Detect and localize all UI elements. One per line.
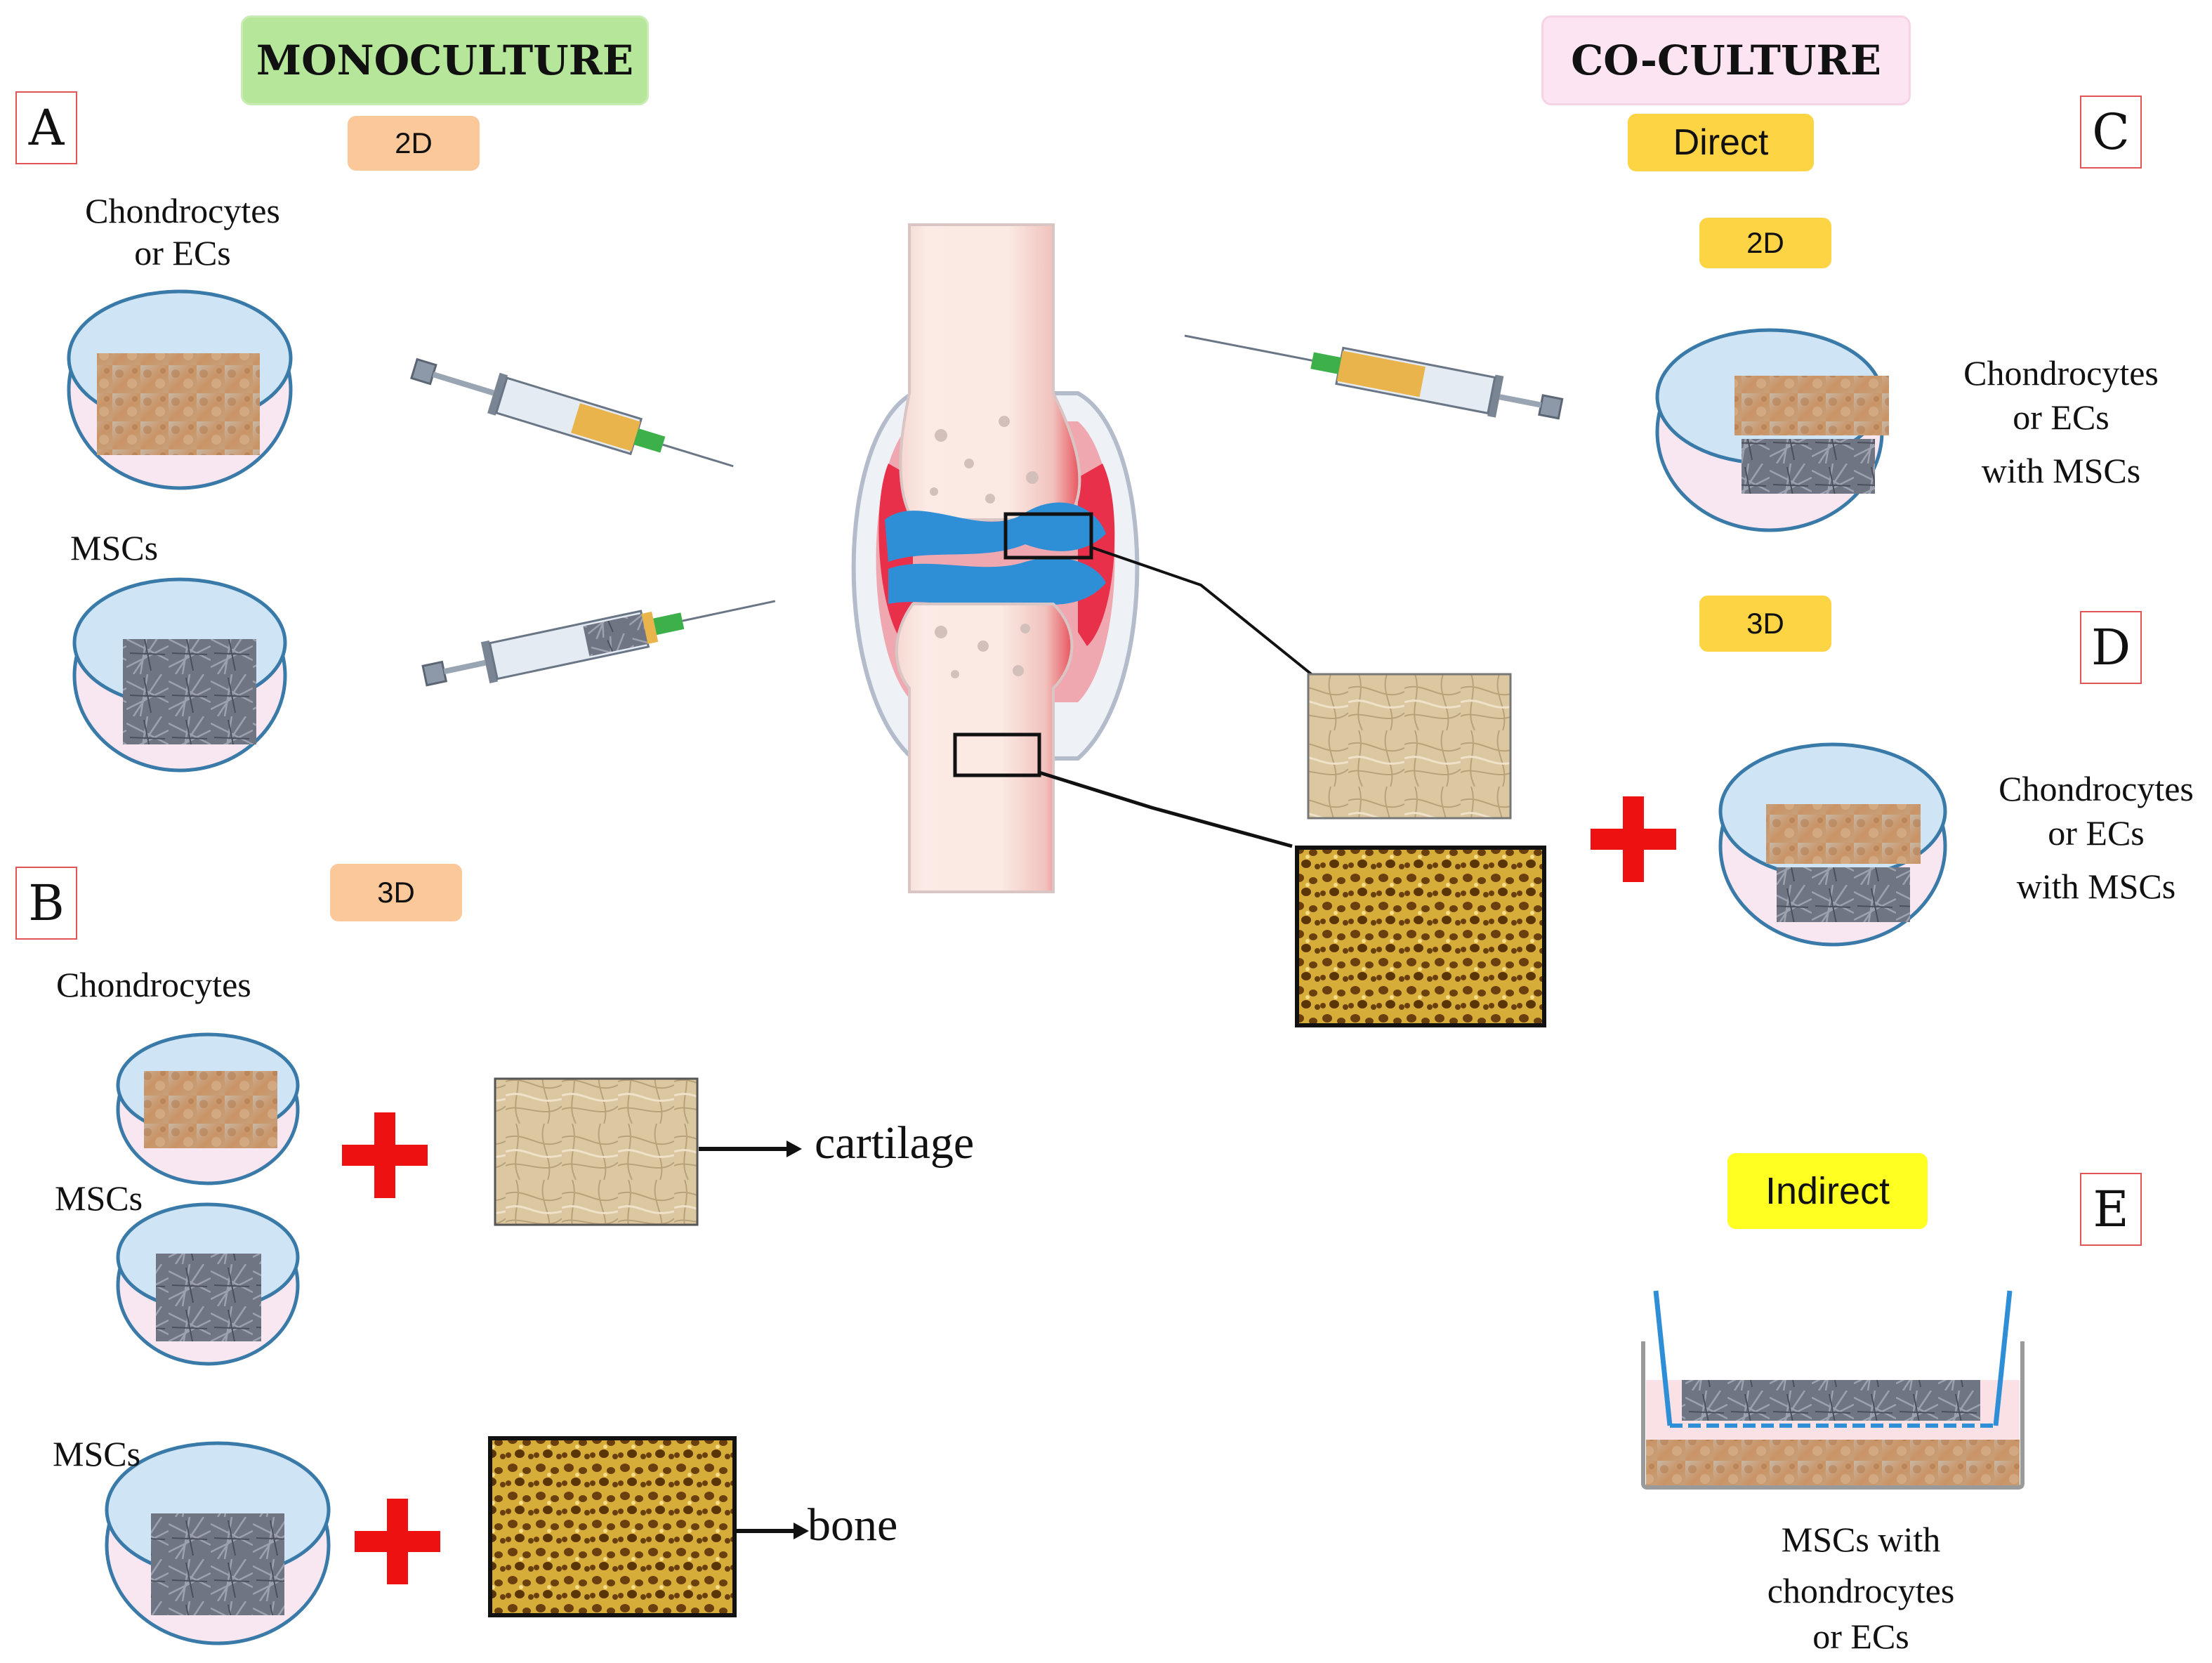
label-b-mscs-1: MSCs [55, 1178, 143, 1218]
syringe-right [1184, 334, 1564, 420]
label-bone: bone [808, 1499, 898, 1551]
joint-illustration [851, 223, 1140, 893]
pill-indirect: Indirect [1727, 1153, 1928, 1229]
cartilage-texture-b [494, 1077, 699, 1226]
label-b-chondrocytes: Chondrocytes [56, 965, 251, 1004]
zoom-box-cartilage [1003, 512, 1093, 560]
label-cartilage: cartilage [815, 1117, 975, 1169]
petri-dish-coculture-d [1718, 742, 1947, 947]
pill-mono-2d: 2D [348, 116, 480, 171]
bone-texture-center [1295, 846, 1546, 1027]
plus-icon-d [1591, 796, 1676, 882]
plus-icon-b2 [355, 1499, 440, 1584]
label-e: MSCs with chondrocytes or ECs [1767, 1520, 1955, 1656]
label-d: Chondrocytes or ECs with MSCs [1999, 769, 2194, 906]
label-a-chondrocytes: Chondrocytes or ECs [85, 191, 280, 272]
panel-letter-c: C [2080, 96, 2142, 169]
cartilage-texture-center [1307, 673, 1512, 820]
zoom-line-cartilage [1092, 546, 1315, 677]
petri-dish-mscs-a [72, 577, 287, 773]
bone-texture-b [488, 1436, 737, 1617]
pill-direct: Direct [1628, 114, 1814, 171]
pill-co-3d: 3D [1699, 596, 1831, 652]
label-c: Chondrocytes or ECs with MSCs [1963, 353, 2159, 490]
petri-dish-chondrocytes-a [67, 289, 293, 490]
petri-dish-coculture-c [1655, 328, 1889, 532]
syringe-lower-left [421, 600, 776, 687]
label-a-mscs: MSCs [70, 528, 159, 567]
panel-letter-a: A [15, 91, 77, 164]
coculture-header: CO-CULTURE [1541, 15, 1911, 105]
syringe-upper-left [410, 357, 734, 468]
label-b-mscs-2: MSCs [53, 1434, 141, 1473]
petri-dish-mscs-b1 [116, 1202, 300, 1366]
arrow-to-bone [736, 1523, 809, 1539]
panel-letter-d: D [2080, 611, 2142, 684]
panel-letter-e: E [2080, 1173, 2142, 1246]
monoculture-header: MONOCULTURE [241, 15, 649, 105]
petri-dish-chondrocytes-b [116, 1032, 300, 1185]
zoom-box-bone [953, 732, 1041, 777]
petri-dish-mscs-b2 [105, 1441, 331, 1645]
zoom-line-bone [1039, 770, 1293, 848]
transwell-insert [1641, 1290, 2025, 1490]
pill-mono-3d: 3D [330, 864, 462, 921]
plus-icon-b1 [342, 1112, 428, 1198]
pill-co-2d: 2D [1699, 218, 1831, 268]
panel-letter-b: B [15, 867, 77, 940]
arrow-to-cartilage [699, 1141, 802, 1157]
